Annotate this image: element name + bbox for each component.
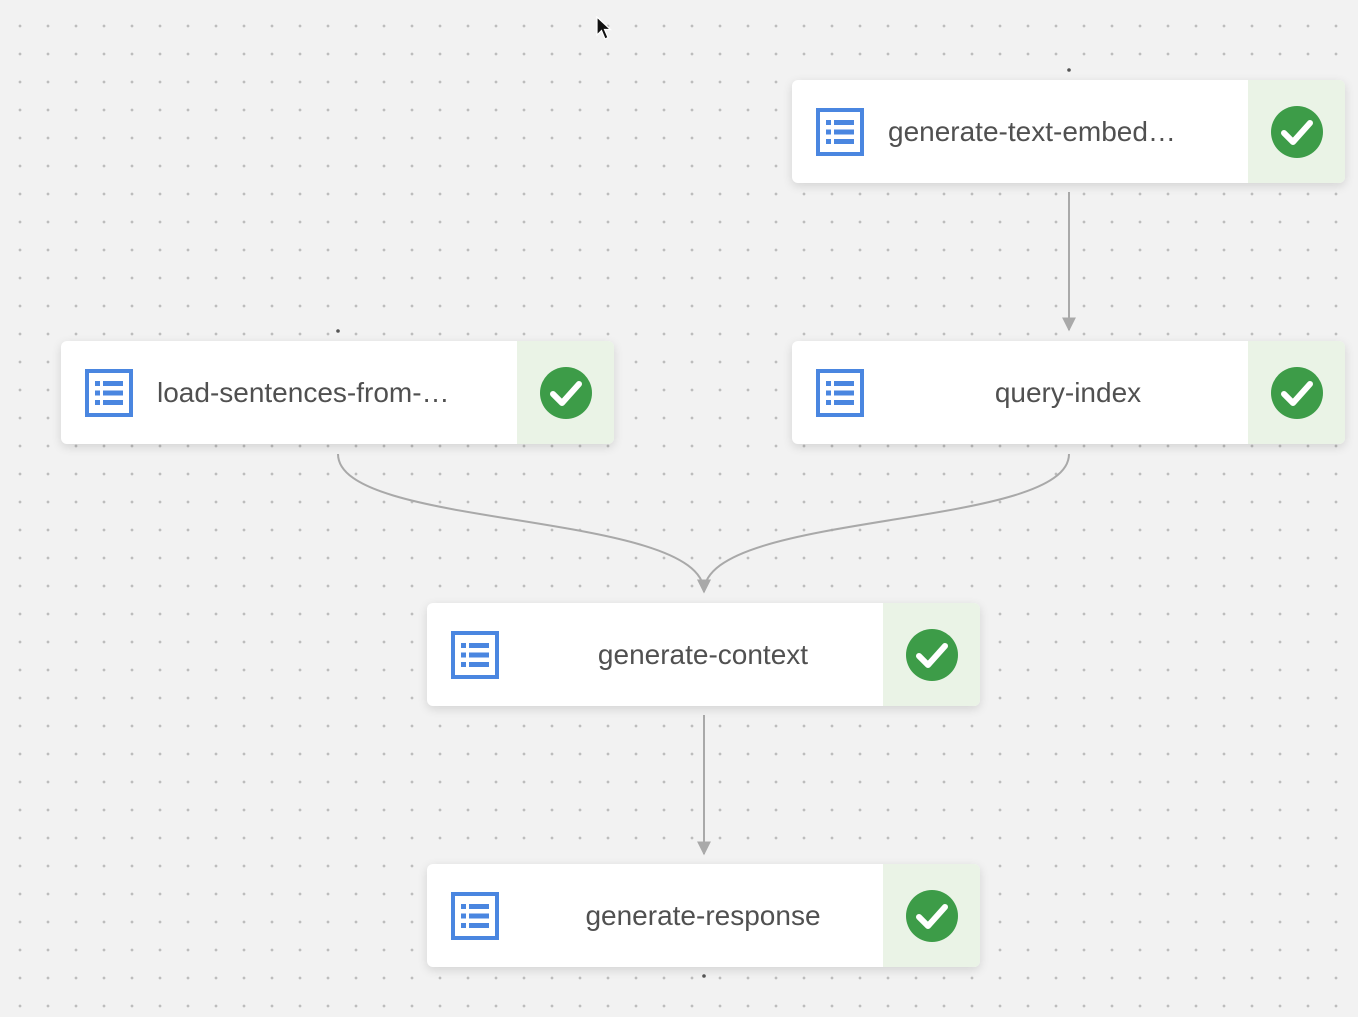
input-port-dot bbox=[1067, 68, 1071, 72]
input-port-dot bbox=[336, 329, 340, 333]
node-load-sentences[interactable]: load-sentences-from-… bbox=[61, 341, 614, 444]
node-generate-text-embed[interactable]: generate-text-embed… bbox=[792, 80, 1345, 183]
output-port-dot bbox=[702, 974, 706, 978]
edge-query-index-to-generate-context bbox=[697, 453, 1070, 594]
list-task-icon bbox=[427, 603, 523, 706]
node-generate-response[interactable]: generate-response bbox=[427, 864, 980, 967]
mouse-cursor-icon bbox=[596, 15, 613, 47]
list-task-icon bbox=[427, 864, 523, 967]
list-task-icon bbox=[792, 341, 888, 444]
list-task-icon bbox=[61, 341, 157, 444]
node-query-index[interactable]: query-index bbox=[792, 341, 1345, 444]
check-circle-icon bbox=[883, 864, 980, 967]
check-circle-icon bbox=[1248, 341, 1345, 444]
node-label: query-index bbox=[994, 376, 1142, 408]
node-label: generate-text-embed… bbox=[888, 115, 1176, 147]
node-label: load-sentences-from-… bbox=[157, 376, 450, 408]
node-generate-context[interactable]: generate-context bbox=[427, 603, 980, 706]
list-task-icon bbox=[792, 80, 888, 183]
node-label: generate-context bbox=[597, 638, 809, 670]
edge-load-sentences-to-generate-context bbox=[337, 453, 711, 594]
check-circle-icon bbox=[883, 603, 980, 706]
check-circle-icon bbox=[1248, 80, 1345, 183]
node-label: generate-response bbox=[585, 899, 821, 931]
check-circle-icon bbox=[517, 341, 614, 444]
